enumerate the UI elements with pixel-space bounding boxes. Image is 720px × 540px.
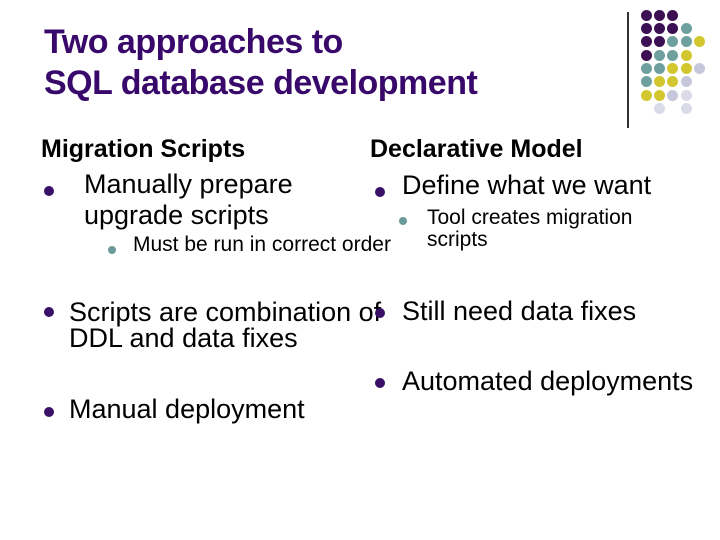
- list-item: Manual deployment: [44, 394, 305, 425]
- decoration-dot: [640, 63, 652, 75]
- decoration-dot: [680, 49, 692, 61]
- decoration-dot: [653, 76, 665, 88]
- decoration-dot: [680, 63, 692, 75]
- decoration-dot: [680, 103, 692, 114]
- list-item: Still need data fixes: [375, 296, 636, 327]
- bullet-icon: [44, 407, 54, 417]
- list-item-sub: Must be run in correct order: [108, 234, 391, 256]
- sub-bullet-icon: [399, 217, 407, 225]
- decoration-dot: [667, 89, 679, 101]
- decoration-dot: [640, 89, 652, 101]
- decoration-dot: [653, 103, 665, 114]
- decoration-dot: [694, 36, 706, 48]
- decoration-dot: [667, 76, 679, 88]
- decoration-dot: [653, 23, 665, 35]
- bullet-icon: [44, 307, 54, 317]
- bullet-icon: [375, 378, 385, 388]
- list-item-sub: Tool creates migration scripts: [399, 207, 632, 251]
- decoration-dot: [640, 49, 652, 61]
- column-heading-declarative-model: Declarative Model: [370, 135, 583, 163]
- sub-bullet-icon: [108, 246, 116, 254]
- bullet-icon: [375, 187, 385, 197]
- decoration-dot: [680, 76, 692, 88]
- decoration-dot: [680, 89, 692, 101]
- list-item: Manually prepare upgrade scripts: [44, 169, 293, 231]
- decoration-dot: [653, 63, 665, 75]
- decoration-dot: [640, 36, 652, 48]
- decoration-dot: [667, 36, 679, 48]
- decoration-dot: [653, 89, 665, 101]
- decoration-dot: [653, 36, 665, 48]
- decoration-dot: [667, 9, 679, 21]
- list-item: Automated deployments: [375, 366, 693, 397]
- decoration-vertical-line: [627, 12, 629, 128]
- bullet-icon: [375, 308, 385, 318]
- decoration-dot: [694, 63, 706, 75]
- decoration-dot: [653, 49, 665, 61]
- decoration-dot: [667, 63, 679, 75]
- decoration-dot: [653, 9, 665, 21]
- decoration-dot: [667, 23, 679, 35]
- slide-title: Two approaches to SQL database developme…: [44, 23, 478, 102]
- decoration-dot: [640, 76, 652, 88]
- decoration-dot: [680, 36, 692, 48]
- decoration-dot: [640, 9, 652, 21]
- decoration-dot: [667, 49, 679, 61]
- decoration-dot: [680, 23, 692, 35]
- decoration-dot: [640, 23, 652, 35]
- column-heading-migration-scripts: Migration Scripts: [41, 135, 246, 163]
- bullet-icon: [44, 186, 54, 196]
- list-item: Define what we want: [375, 170, 651, 201]
- list-item: Scripts are combination of DDL and data …: [44, 299, 381, 352]
